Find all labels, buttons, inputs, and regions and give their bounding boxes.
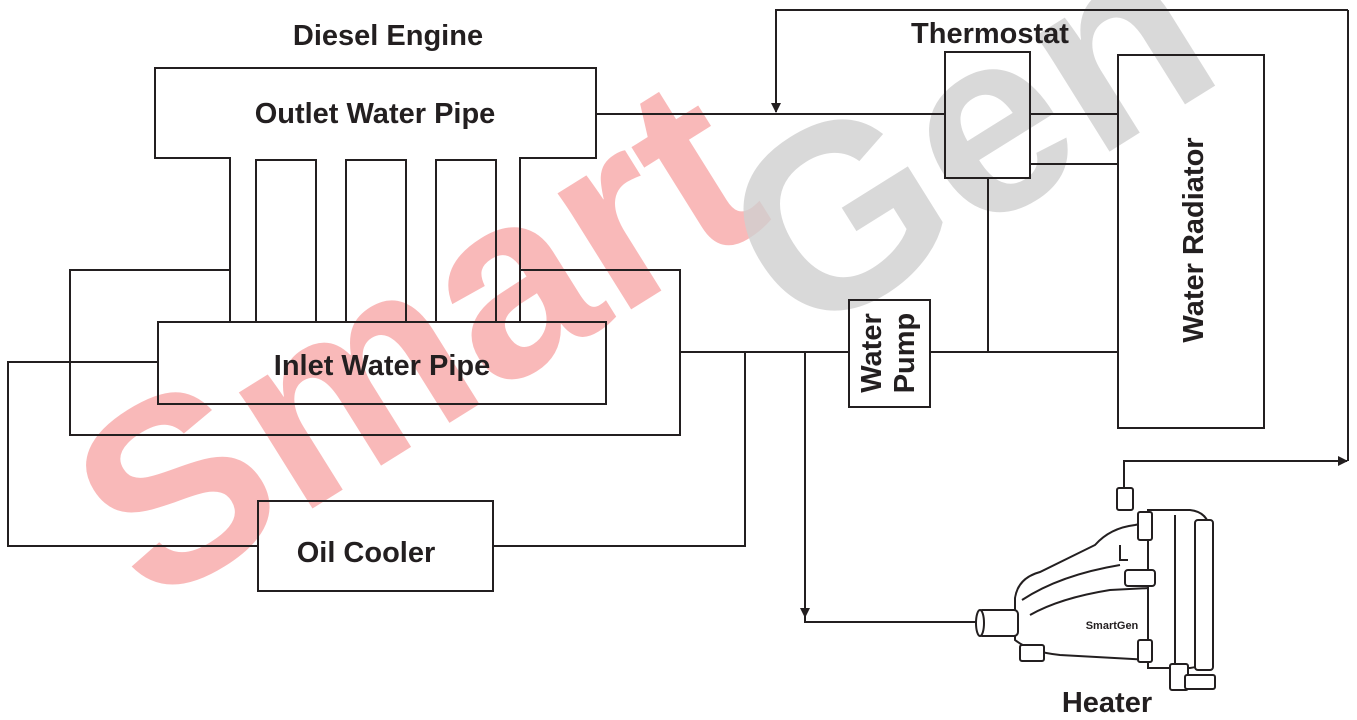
water-pump-label-line2: Pump [889, 313, 921, 394]
heater-brand-text: SmartGen [1086, 620, 1139, 632]
watermark-gen: Gen [676, 0, 1258, 392]
cylinder [345, 159, 407, 323]
engine-block-edges [229, 270, 521, 322]
diagram-title: Diesel Engine [293, 20, 483, 52]
water-pump-box [848, 299, 931, 408]
outlet-water-pipe-box [69, 67, 681, 436]
water-pump-label-line1: Water [856, 313, 888, 393]
cylinder [435, 159, 497, 323]
heater-illustration [975, 487, 1216, 691]
outlet-water-pipe-label: Outlet Water Pipe [255, 98, 496, 130]
thermostat-label: Thermostat [911, 18, 1069, 50]
heater-label: Heater [1062, 687, 1152, 719]
cylinder [255, 159, 317, 323]
pipes [7, 9, 1349, 623]
water-radiator-box [1117, 54, 1265, 429]
inlet-water-pipe-label: Inlet Water Pipe [274, 350, 490, 382]
oil-cooler-label: Oil Cooler [297, 537, 436, 569]
water-radiator-label: Water Radiator [1178, 137, 1210, 342]
